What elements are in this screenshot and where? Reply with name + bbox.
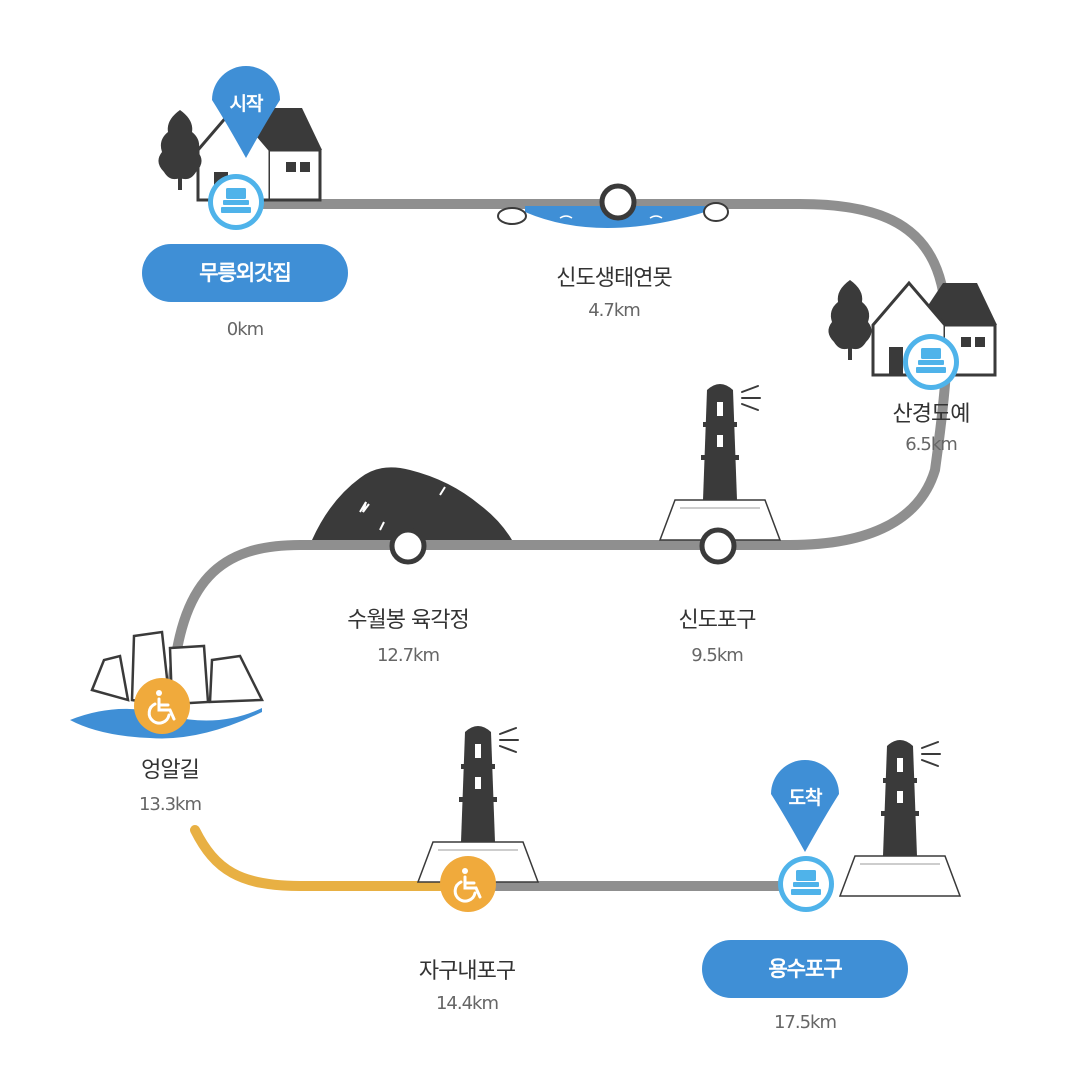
stop-name-pond: 신도생태연못: [556, 266, 672, 291]
stop-distance-eongal: 13.3km: [138, 794, 202, 815]
stop-distance-suwolbong: 12.7km: [376, 645, 440, 666]
start-pin-icon: [212, 66, 280, 158]
wheelchair-icon-eongal: [134, 678, 190, 734]
stop-distance-sindo-port: 9.5km: [691, 645, 744, 666]
stamp-marker-start: [208, 174, 264, 230]
tree-illustration-pottery: [828, 280, 872, 360]
waypoint-marker-suwolbong: [389, 527, 427, 565]
lighthouse-illustration-sindo: [659, 383, 781, 541]
accessible-route-path: [190, 825, 473, 891]
mountain-illustration: [312, 467, 512, 540]
route-path: [167, 199, 953, 695]
stop-name-pottery: 산경도예: [892, 402, 971, 427]
waypoint-marker-sindo-port: [699, 527, 737, 565]
stop-name-suwolbong: 수월봉 육각정: [347, 608, 469, 633]
stop-name-pill-start: 무릉외갓집: [142, 244, 348, 302]
start-pin-label: 시작: [229, 93, 264, 115]
stamp-marker-pottery: [903, 334, 959, 390]
stop-name-pill-end: 용수포구: [702, 940, 908, 998]
stop-name-eongal: 엉알길: [141, 758, 200, 783]
stop-distance-pond: 4.7km: [588, 300, 641, 321]
stop-name-jagunae: 자구내포구: [418, 959, 516, 984]
stop-distance-jagunae: 14.4km: [435, 993, 499, 1014]
stop-distance-end: 17.5km: [773, 1012, 837, 1033]
stop-distance-start: 0km: [226, 319, 264, 340]
stop-name-sindo-port: 신도포구: [678, 608, 757, 633]
lighthouse-illustration-yongsu: [839, 739, 961, 897]
stamp-marker-end: [778, 856, 834, 912]
stop-distance-pottery: 6.5km: [905, 434, 958, 455]
tree-illustration-start: [158, 110, 202, 190]
end-pin-label: 도착: [788, 787, 823, 809]
waypoint-marker-pond: [599, 183, 637, 221]
wheelchair-icon-jagunae: [440, 856, 496, 912]
end-pin-icon: [771, 760, 839, 852]
